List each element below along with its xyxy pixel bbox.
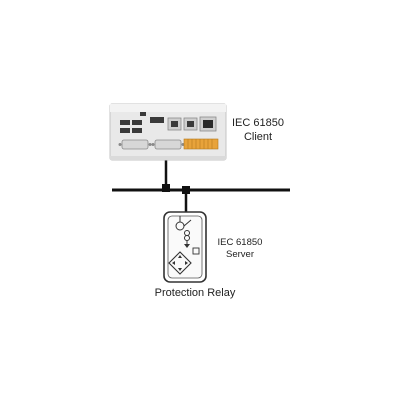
server-label-line2: Server	[226, 248, 254, 260]
protection-relay-device	[163, 211, 207, 283]
ethernet-port-icon	[183, 117, 198, 131]
server-label: IEC 61850 Server	[212, 237, 268, 261]
power-connector-icon	[199, 116, 217, 132]
iec61850-client-device	[109, 103, 227, 161]
navigation-pad-icon	[168, 251, 192, 275]
small-port-icon	[140, 112, 146, 116]
server-label-line1: IEC 61850	[217, 237, 263, 248]
circuit-breaker-icon	[175, 216, 192, 248]
status-indicator-icon	[192, 247, 200, 255]
client-junction-node	[162, 184, 170, 192]
serial-port-icon	[118, 139, 152, 150]
usb-port-icon	[120, 120, 130, 125]
client-label-line2: Client	[243, 130, 273, 143]
server-junction-node	[182, 186, 190, 194]
usb-port-icon	[132, 120, 142, 125]
client-label-line1: IEC 61850	[232, 117, 284, 129]
serial-port-icon	[151, 139, 185, 150]
ethernet-port-icon	[167, 117, 182, 131]
usb-port-icon	[132, 128, 142, 133]
protection-relay-label: Protection Relay	[154, 287, 236, 299]
terminal-block-icon	[183, 138, 219, 150]
display-port-icon	[150, 117, 164, 123]
client-label: IEC 61850 Client	[221, 117, 295, 145]
usb-port-icon	[120, 128, 130, 133]
